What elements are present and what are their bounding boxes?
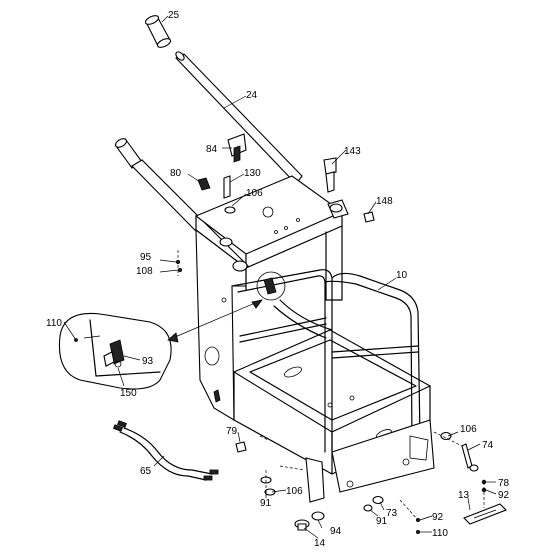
handle-bar-24	[175, 51, 303, 185]
callout-108: 108	[136, 266, 153, 277]
foot-14	[294, 511, 325, 531]
callout-80: 80	[170, 168, 182, 179]
callout-65: 65	[140, 466, 152, 477]
washers-91-106	[260, 470, 276, 500]
callout-13: 13	[458, 490, 470, 501]
handle-grip-25	[144, 15, 172, 48]
leader-lines	[63, 15, 497, 539]
bracket-screws	[213, 389, 305, 471]
callout-150: 150	[120, 388, 137, 399]
bolt-79	[235, 441, 247, 453]
plate-13	[463, 503, 507, 525]
callout-94: 94	[330, 526, 342, 537]
screws-78-92	[481, 479, 487, 508]
callout-73: 73	[386, 508, 398, 519]
callout-25: 25	[168, 10, 180, 21]
screws-92-110	[399, 499, 420, 535]
bolt-74	[433, 431, 479, 472]
callout-74: 74	[482, 440, 494, 451]
detail-marker-circle	[256, 271, 286, 301]
main-frame-10	[194, 175, 435, 503]
cable-65	[113, 420, 219, 481]
callout-148: 148	[376, 196, 393, 207]
knob-143	[323, 157, 337, 193]
callout-91-right: 91	[376, 516, 388, 527]
callout-91-left: 91	[260, 498, 272, 509]
callout-84: 84	[206, 144, 218, 155]
callout-130: 130	[244, 168, 261, 179]
callout-79: 79	[226, 426, 238, 437]
handle-bar-left	[114, 138, 249, 275]
clamp-84	[227, 133, 247, 163]
callout-92-bottom: 92	[432, 512, 444, 523]
bolt-130	[223, 175, 231, 199]
screws-95-108	[175, 250, 182, 276]
callout-95: 95	[140, 252, 152, 263]
handle-mount-left	[219, 237, 248, 272]
callout-106-bottom: 106	[286, 486, 303, 497]
callout-110-inset: 110	[46, 318, 62, 329]
grommet-106-top	[224, 206, 236, 214]
callout-143: 143	[344, 146, 361, 157]
handle-knob-right	[327, 199, 349, 219]
callout-78: 78	[498, 478, 510, 489]
screw-148	[363, 211, 375, 223]
callout-106-right: 106	[460, 424, 477, 435]
callout-93: 93	[142, 356, 154, 367]
callout-24: 24	[246, 90, 258, 101]
callout-106-top: 106	[246, 188, 263, 199]
callout-14: 14	[314, 538, 326, 549]
detail-inset	[58, 299, 263, 390]
callout-92-right: 92	[498, 490, 510, 501]
callout-110-bottom: 110	[432, 528, 448, 539]
lever-80	[197, 177, 211, 191]
bolt-73	[363, 495, 384, 512]
callout-10: 10	[396, 270, 408, 281]
